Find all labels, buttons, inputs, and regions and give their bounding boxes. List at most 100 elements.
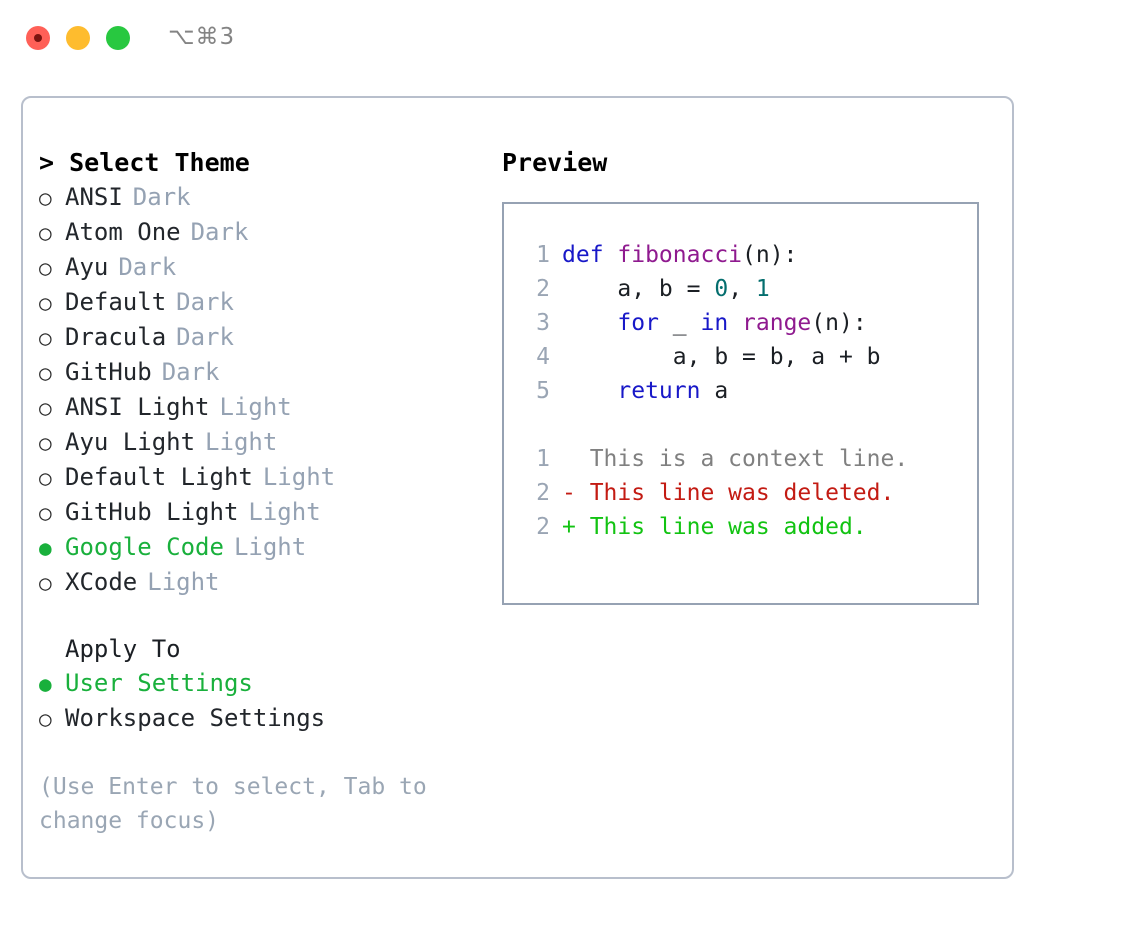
radio-unselected-icon: ○ (39, 707, 52, 731)
theme-option-label: Ayu Light (65, 428, 196, 456)
theme-option-dracula[interactable]: ○ Dracula Dark (39, 320, 479, 355)
theme-option-label: Atom One (65, 218, 181, 246)
code-token: (n): (811, 310, 867, 336)
theme-option-xcode[interactable]: ○ XCode Light (39, 565, 479, 600)
theme-option-default[interactable]: ○ Default Dark (39, 285, 479, 320)
theme-option-variant-tag: Dark (161, 358, 220, 386)
code-token: This is a context line. (562, 446, 909, 472)
maximize-button[interactable] (106, 26, 130, 50)
theme-option-variant-tag: Dark (190, 218, 249, 246)
code-line-content: This is a context line. (562, 442, 909, 476)
theme-option-variant-tag: Light (248, 498, 321, 526)
close-button[interactable] (26, 26, 50, 50)
code-line: 3 for _ in range(n): (518, 306, 977, 340)
apply-to-option-list: ● User Settings ○ Workspace Settings (39, 666, 479, 736)
radio-unselected-icon: ○ (39, 466, 52, 490)
code-line-content: - This line was deleted. (562, 476, 894, 510)
code-token: in (700, 310, 729, 336)
theme-option-github[interactable]: ○ GitHub Dark (39, 355, 479, 390)
code-line: 5 return a (518, 374, 977, 408)
code-token (562, 310, 617, 336)
select-theme-heading: > Select Theme (39, 146, 479, 180)
code-token: a, b = (562, 276, 715, 302)
line-number: 4 (536, 344, 550, 370)
radio-unselected-icon: ○ (39, 291, 52, 315)
code-line-content: for _ in range(n): (562, 306, 867, 340)
radio-unselected-icon: ○ (39, 221, 52, 245)
theme-option-label: ANSI Light (65, 393, 210, 421)
line-number: 2 (536, 480, 550, 506)
apply-to-option-workspace-settings[interactable]: ○ Workspace Settings (39, 701, 479, 736)
code-line-content: a, b = 0, 1 (562, 272, 770, 306)
theme-option-label: Ayu (65, 253, 109, 281)
code-token: def (562, 242, 618, 268)
radio-unselected-icon: ○ (39, 571, 52, 595)
caret-icon: > (39, 148, 55, 177)
apply-to-option-label: Workspace Settings (65, 704, 326, 732)
code-token: return (617, 378, 701, 404)
spacer (39, 736, 479, 770)
code-token: , (728, 276, 756, 302)
code-token: + This line was added. (562, 514, 867, 540)
code-token: for (617, 310, 659, 336)
code-line-content: return a (562, 374, 728, 408)
line-number: 1 (536, 242, 550, 268)
radio-unselected-icon: ○ (39, 361, 52, 385)
theme-option-label: Default (65, 288, 167, 316)
theme-option-variant-tag: Light (233, 533, 307, 561)
theme-option-label: Google Code (65, 533, 224, 561)
code-token: fibonacci (617, 242, 743, 268)
code-token: _ (658, 310, 701, 336)
line-number: 2 (536, 514, 550, 540)
code-line-content: + This line was added. (562, 510, 867, 544)
theme-option-variant-tag: Dark (176, 323, 234, 351)
apply-to-option-user-settings[interactable]: ● User Settings (39, 666, 479, 701)
code-line: 2 + This line was added. (518, 510, 977, 544)
theme-option-variant-tag: Dark (132, 183, 191, 211)
code-line: 2 - This line was deleted. (518, 476, 977, 510)
theme-option-ayu-light[interactable]: ○ Ayu Light Light (39, 425, 479, 460)
radio-selected-icon: ● (39, 672, 52, 696)
radio-unselected-icon: ○ (39, 431, 52, 455)
theme-option-default-light[interactable]: ○ Default Light Light (39, 460, 479, 495)
radio-unselected-icon: ○ (39, 186, 52, 210)
select-theme-title: Select Theme (69, 148, 250, 177)
code-token: 1 (755, 276, 770, 302)
code-line: 1 This is a context line. (518, 442, 977, 476)
theme-option-label: Default Light (65, 463, 253, 491)
code-line: 1 def fibonacci(n): (518, 238, 977, 272)
preview-heading: Preview (502, 148, 608, 177)
theme-option-variant-tag: Light (147, 568, 220, 596)
theme-option-variant-tag: Light (205, 428, 278, 456)
theme-option-variant-tag: Light (262, 463, 336, 491)
radio-unselected-icon: ○ (39, 326, 52, 350)
theme-option-label: XCode (65, 568, 138, 596)
code-token (562, 378, 617, 404)
traffic-light-controls (26, 26, 130, 50)
title-bar: ⌥⌘3 (0, 0, 1140, 78)
theme-option-label: Dracula (65, 323, 167, 351)
code-line-content: def fibonacci(n): (562, 238, 797, 272)
code-token: 0 (714, 276, 729, 302)
theme-option-atom-one[interactable]: ○ Atom One Dark (39, 215, 479, 250)
code-token: - This line was deleted. (562, 480, 895, 506)
theme-option-label: GitHub (65, 358, 152, 386)
theme-option-ansi[interactable]: ○ ANSI Dark (39, 180, 479, 215)
apply-to-heading: Apply To (65, 635, 181, 663)
theme-option-label: ANSI (65, 183, 123, 211)
theme-option-variant-tag: Dark (176, 288, 234, 316)
radio-unselected-icon: ○ (39, 501, 52, 525)
code-token: range (742, 310, 812, 336)
code-line: 4 a, b = b, a + b (518, 340, 977, 374)
spacer (39, 600, 479, 632)
apply-to-option-label: User Settings (65, 669, 253, 697)
minimize-button[interactable] (66, 26, 90, 50)
